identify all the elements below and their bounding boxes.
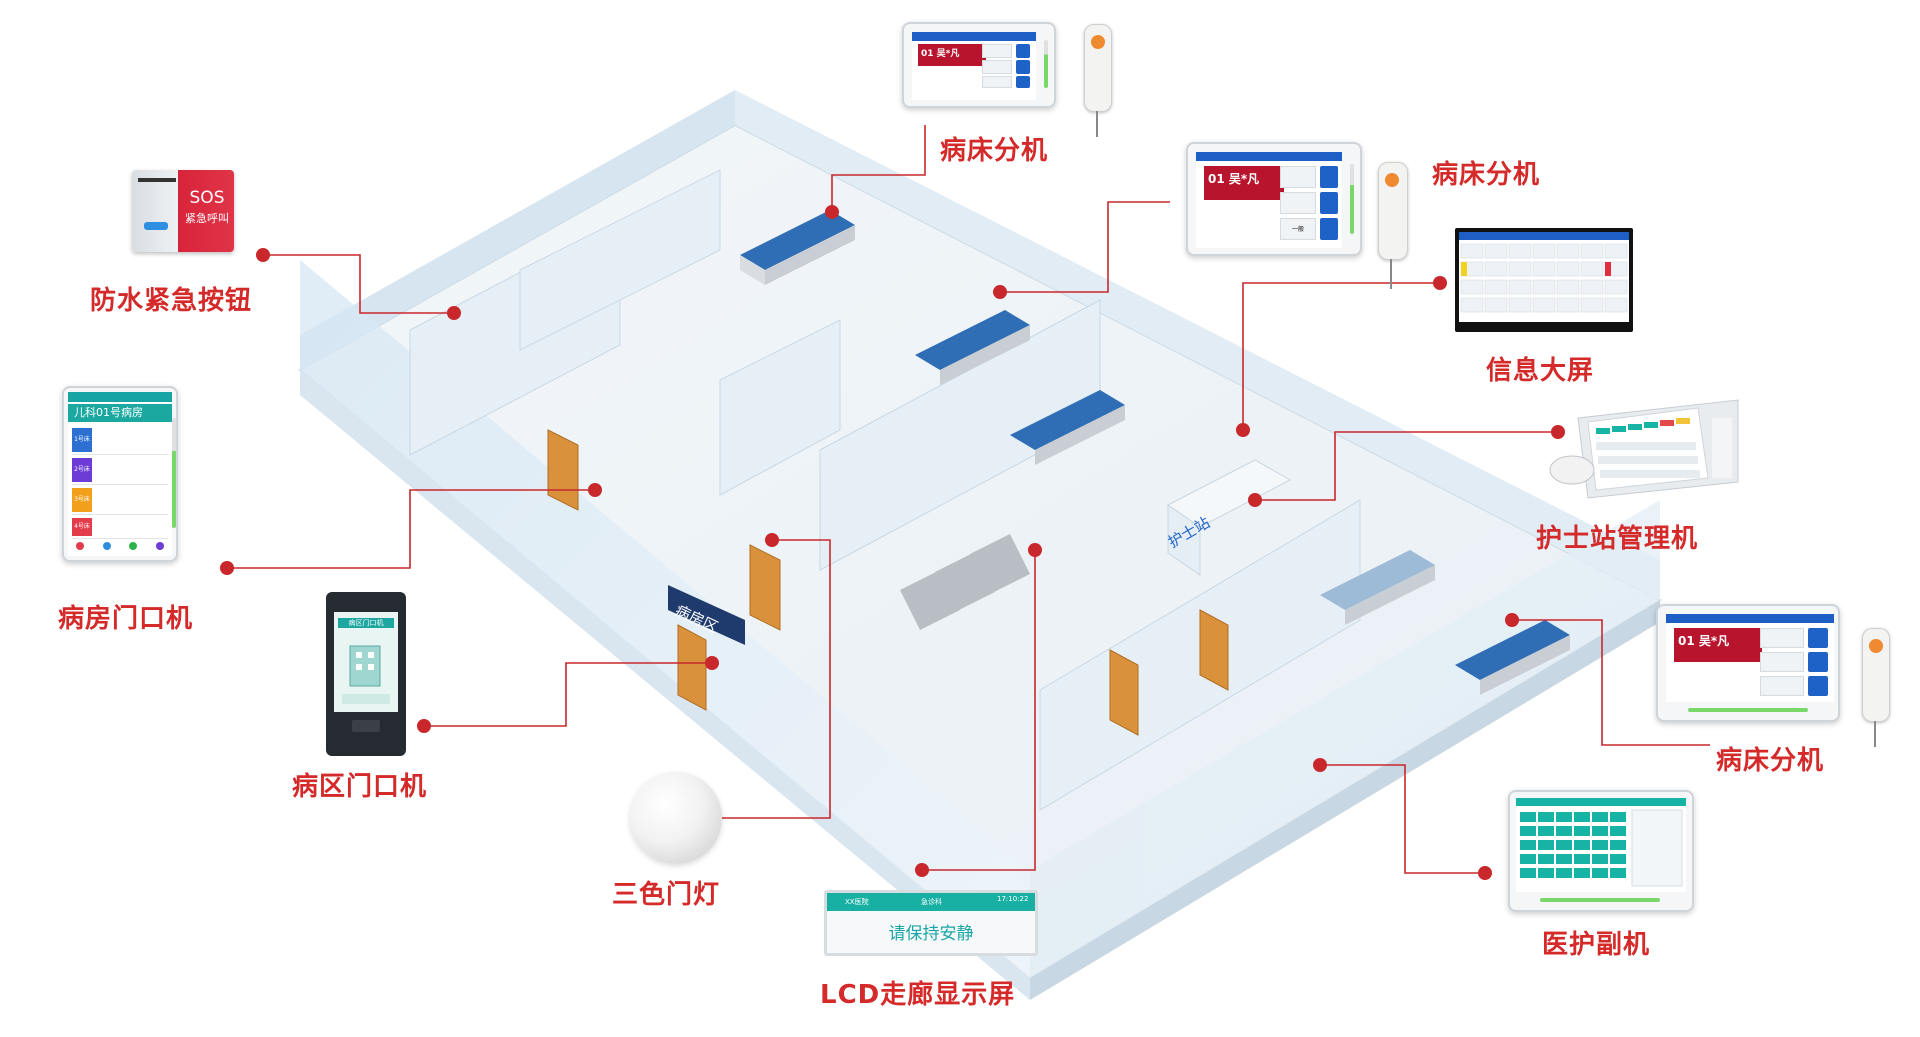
lcd-time: 17:10:22 [997, 895, 1029, 903]
ward-door-bed-3: 3号床 [72, 488, 92, 512]
info-big-screen-device [1455, 228, 1633, 332]
ward-door-header [68, 392, 172, 402]
sos-emergency-button: SOS 紧急呼叫 [132, 170, 234, 252]
sos-title: SOS [189, 188, 225, 208]
bed-unit-right-handset [1862, 628, 1890, 747]
label-tri-lamp: 三色门灯 [612, 880, 721, 910]
bed-unit-mid-action: 一般 [1280, 218, 1316, 240]
label-sos-button: 防水紧急按钮 [90, 286, 253, 316]
sos-subtitle: 紧急呼叫 [185, 212, 229, 225]
lcd-brand: XX医院 [845, 898, 869, 906]
bed-unit-mid-device: 01 吴*凡 一般 [1186, 142, 1362, 256]
bed-unit-top-handset [1084, 24, 1112, 137]
ward-door-bed-4: 4号床 [72, 518, 92, 536]
hospital-beds [740, 210, 1570, 695]
front-wall [300, 260, 1660, 978]
bed-unit-mid-handset [1378, 162, 1408, 289]
ward-door-unit-device: 儿科01号病房 1号床 2号床 3号床 4号床 [62, 386, 178, 562]
lcd-topbar: XX医院 急诊科 17:10:22 [827, 893, 1035, 911]
label-lcd-screen: LCD走廊显示屏 [820, 980, 1016, 1010]
bed-unit-top-statusbar [912, 32, 1036, 41]
lcd-dept: 急诊科 [921, 898, 942, 906]
info-screen-grid [1460, 243, 1628, 313]
nurse-counter: 护士站 [1165, 459, 1292, 576]
label-bed-unit-mid: 病床分机 [1432, 160, 1541, 190]
bed-unit-top-bednumber: 01 吴*凡 [918, 44, 986, 66]
sos-reset-key [144, 222, 168, 230]
ward-door-title: 儿科01号病房 [68, 404, 172, 422]
nurse-station-console [1549, 399, 1739, 499]
label-ward-door: 病房门口机 [58, 604, 194, 634]
bed-unit-right-statusbar [1666, 614, 1834, 623]
ward-door-bed-1: 1号床 [72, 428, 92, 452]
label-med-sub: 医护副机 [1542, 930, 1651, 960]
bed-unit-top-device: 01 吴*凡 [902, 22, 1056, 108]
nurse-station-manager-device [1548, 398, 1742, 502]
med-sub-grid [1520, 809, 1683, 887]
label-bed-unit-top: 病床分机 [940, 136, 1049, 166]
bed-unit-right-bednumber: 01 吴*凡 [1674, 628, 1762, 662]
tri-color-door-lamp-device [630, 772, 722, 864]
bed-unit-right-device: 01 吴*凡 [1656, 604, 1840, 722]
label-info-screen: 信息大屏 [1486, 356, 1595, 386]
partitions [409, 169, 1361, 811]
ward-door-bed-2: 2号床 [72, 458, 92, 482]
lcd-corridor-screen-device: XX医院 急诊科 17:10:22 请保持安静 [824, 890, 1038, 956]
label-nurse-station: 护士站管理机 [1536, 524, 1699, 554]
bed-unit-mid-bednumber: 01 吴*凡 [1204, 166, 1284, 200]
medical-sub-unit-device [1508, 790, 1694, 912]
callout-dots [220, 205, 1565, 880]
area-door-unit-device: 病区门口机 [326, 592, 406, 756]
label-bed-unit-right: 病床分机 [1716, 746, 1825, 776]
lcd-message: 请保持安静 [888, 924, 974, 944]
leader-lines [227, 125, 1710, 874]
area-door-building-icon [342, 645, 390, 704]
waiting-chairs [900, 534, 1030, 630]
label-area-door: 病区门口机 [292, 772, 428, 802]
sos-brand-strip [138, 178, 176, 182]
area-door-title: 病区门口机 [338, 618, 394, 628]
bed-unit-mid-statusbar [1196, 152, 1342, 161]
